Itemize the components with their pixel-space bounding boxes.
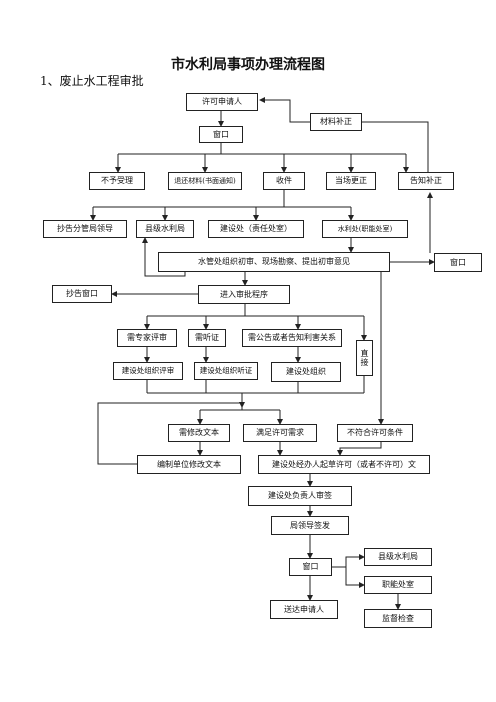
expert-review-node: 需专家评审 xyxy=(117,329,177,347)
preliminary-review-node: 水管处组织初审、现场勘察、提出初审意见 xyxy=(158,252,390,272)
page-title: 市水利局事项办理流程图 xyxy=(171,57,325,73)
window-node-1: 窗口 xyxy=(199,126,243,143)
functional-dept-node: 水利处(职能处室) xyxy=(322,220,408,238)
org-hearing-node: 建设处组织听证 xyxy=(194,362,258,380)
section-subtitle: 1、废止水工程审批 xyxy=(40,74,144,88)
draft-permit-node: 建设处经办人起草许可（或者不许可）文 xyxy=(258,455,430,474)
supervise-node: 监督检查 xyxy=(364,609,432,628)
cc-leader-node: 抄告分管局领导 xyxy=(43,220,127,238)
window-node-3: 窗口 xyxy=(289,558,332,576)
meets-requirements-node: 满足许可需求 xyxy=(243,424,317,442)
accept-node: 收件 xyxy=(263,172,305,190)
county-bureau-node-2: 县级水利局 xyxy=(364,548,432,566)
need-revision-node: 需修改文本 xyxy=(168,424,230,442)
not-accepted-node: 不予受理 xyxy=(89,172,145,190)
return-materials-node: 退还材料(书面通知) xyxy=(168,172,242,190)
bureau-leader-sign-node: 局领导签发 xyxy=(271,516,349,535)
construction-dept-node: 建设处（责任处室） xyxy=(208,220,304,238)
approval-procedure-node: 进入审批程序 xyxy=(198,285,290,304)
public-notice-node: 需公告或者告知利害关系 xyxy=(242,329,342,347)
head-review-node: 建设处负责人审签 xyxy=(248,486,352,506)
notify-supplement-node: 告知补正 xyxy=(398,172,454,190)
applicant-node: 许可申请人 xyxy=(186,93,258,111)
window-node-2: 窗口 xyxy=(434,253,482,272)
org-expert-review-node: 建设处组织评审 xyxy=(113,362,183,380)
cc-window-node: 抄告窗口 xyxy=(52,285,112,303)
material-supplement-node: 材料补正 xyxy=(310,113,362,131)
not-meet-conditions-node: 不符合许可条件 xyxy=(337,424,413,442)
correct-on-spot-node: 当场更正 xyxy=(326,172,376,190)
hearing-node: 需听证 xyxy=(188,329,226,347)
county-bureau-node-1: 县级水利局 xyxy=(136,220,194,238)
functional-dept-node-2: 职能处室 xyxy=(364,576,432,594)
org-notice-node: 建设处组织 xyxy=(271,362,341,382)
unit-revise-node: 编制单位修改文本 xyxy=(137,455,241,474)
deliver-applicant-node: 送达申请人 xyxy=(270,600,338,619)
direct-node: 直接 xyxy=(356,340,373,376)
